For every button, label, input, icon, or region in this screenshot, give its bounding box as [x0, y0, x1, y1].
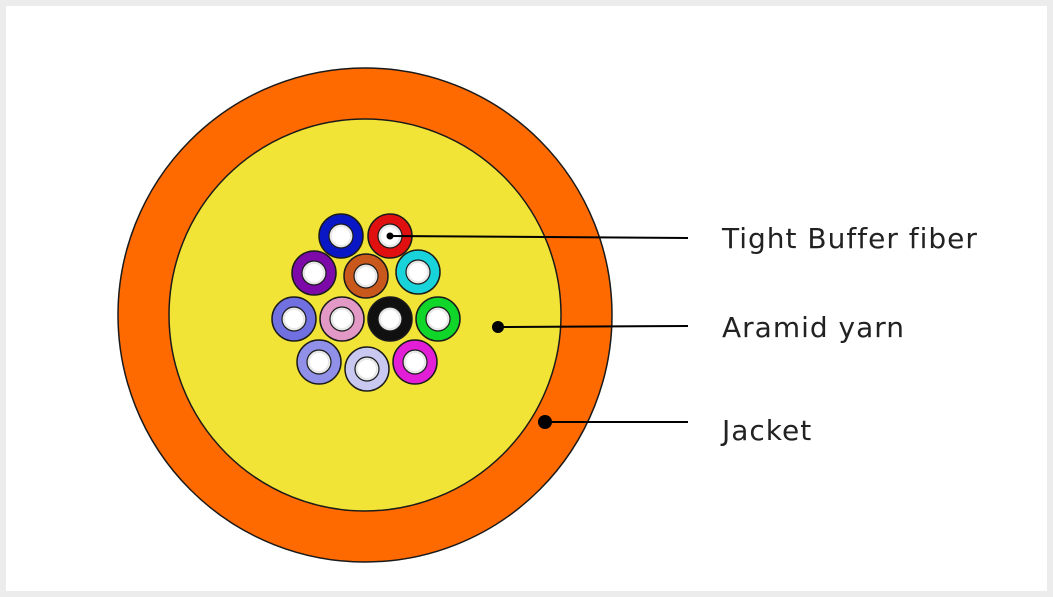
- tight-buffer-callout: Tight Buffer fiber: [386, 222, 978, 255]
- fiber-black: [367, 296, 413, 342]
- aramid-yarn-circle: [168, 118, 562, 512]
- aramid-label: Aramid yarn: [722, 311, 905, 344]
- fiber-aqua: [395, 249, 441, 295]
- fiber-core-blue: [332, 227, 350, 245]
- fiber-core-black: [381, 310, 399, 328]
- fiber-core-violet: [305, 264, 323, 282]
- jacket-callout: Jacket: [538, 414, 812, 447]
- jacket-label: Jacket: [720, 414, 812, 447]
- fiber-core-aqua: [409, 263, 427, 281]
- fiber-rose: [319, 296, 365, 342]
- fiber-blue: [318, 213, 364, 259]
- fiber-light-violet: [296, 339, 342, 385]
- fiber-slate: [271, 296, 317, 342]
- fiber-core-green: [429, 310, 447, 328]
- aramid-leader-line: [497, 325, 689, 328]
- fiber-brown: [343, 253, 389, 299]
- fiber-core-magenta: [406, 353, 424, 371]
- fiber-violet: [291, 250, 337, 296]
- fiber-core-rose: [333, 310, 351, 328]
- fiber-core-slate: [285, 310, 303, 328]
- fiber-core-lavender: [358, 360, 376, 378]
- fiber-lavender: [344, 346, 390, 392]
- cable-body: [117, 67, 613, 563]
- fiber-green: [415, 296, 461, 342]
- tight-buffer-label: Tight Buffer fiber: [721, 222, 978, 255]
- callouts: Tight Buffer fiber Aramid yarn Jacket: [386, 222, 978, 447]
- aramid-callout: Aramid yarn: [492, 311, 905, 344]
- fiber-magenta: [392, 339, 438, 385]
- fiber-core-brown: [357, 267, 375, 285]
- fiber-core-light-violet: [310, 353, 328, 371]
- tight-buffer-leader-line: [389, 235, 689, 239]
